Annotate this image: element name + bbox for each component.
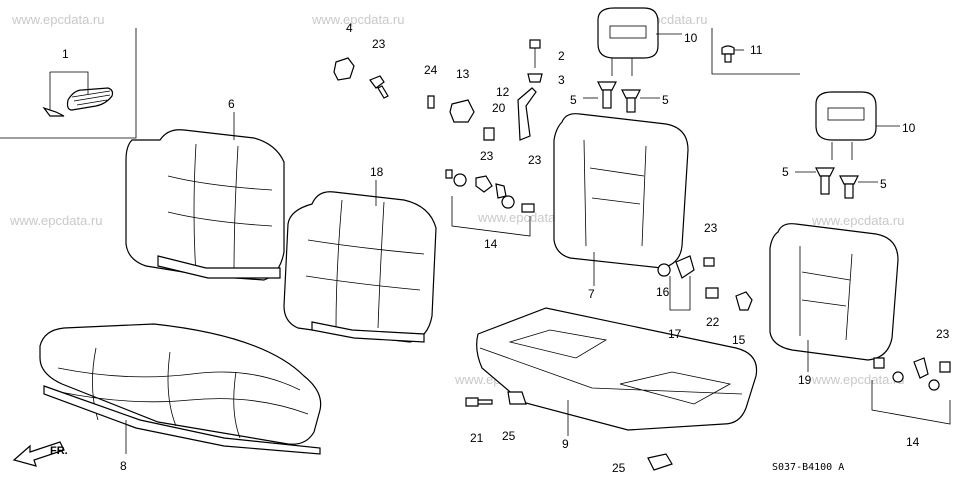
watermark-5: www.epcdata.ru	[9, 213, 103, 228]
callout-23e: 23	[936, 327, 950, 341]
callout-1: 1	[62, 47, 69, 61]
clip-part-25	[507, 391, 527, 405]
callout-6: 6	[228, 97, 235, 111]
callout-10a: 10	[684, 31, 698, 45]
callout-7: 7	[588, 287, 595, 301]
seat-back-frame-part-7	[553, 113, 689, 286]
inset-box-part-11	[711, 28, 800, 75]
callout-21: 21	[470, 431, 484, 445]
hinge-part-16-17	[657, 255, 695, 279]
callout-25a: 25	[502, 429, 516, 443]
callout-23d: 23	[704, 221, 718, 235]
bolt-part-2	[529, 39, 541, 49]
callout-2: 2	[558, 49, 565, 63]
nut-part-3	[527, 73, 543, 83]
callout-24: 24	[424, 63, 438, 77]
fasteners	[333, 39, 951, 471]
front-direction-arrow: FR.	[12, 441, 68, 467]
callout-13: 13	[456, 67, 470, 81]
direction-label: FR.	[50, 445, 68, 457]
watermark-6: www.epcdata.ru	[811, 213, 905, 228]
strap-part-12-20	[517, 87, 537, 141]
callout-19: 19	[798, 373, 812, 387]
bolt-part-23-right	[703, 257, 715, 267]
callout-22: 22	[706, 315, 720, 329]
headrest-part-10-upper	[597, 7, 682, 76]
bolt-part-21	[465, 397, 493, 407]
callout-5d: 5	[880, 177, 887, 191]
callout-9: 9	[562, 437, 569, 451]
callout-23c: 23	[528, 153, 542, 167]
callout-20: 20	[492, 101, 506, 115]
callouts: 1 2 3 4 5 5 5 5 6 7 8 9 10 10 11 12 13 1…	[62, 21, 950, 475]
callout-15: 15	[732, 333, 746, 347]
callout-5b: 5	[662, 93, 669, 107]
bolt-part-23-top	[369, 75, 389, 99]
watermark-9: www.epcdata.ru	[811, 372, 905, 387]
clip-part-25-bottom	[647, 453, 673, 471]
callout-25b: 25	[612, 461, 626, 475]
bolt-part-23-mid	[483, 127, 495, 141]
seat-back-frame-part-19	[769, 223, 899, 372]
callout-17: 17	[668, 327, 682, 341]
diagram-code: S037-B4100 A	[772, 462, 844, 473]
hinge-set-part-14-right	[873, 357, 951, 391]
callout-14a: 14	[484, 237, 498, 251]
washer-bolt-part-14	[501, 195, 535, 213]
callout-18: 18	[370, 165, 384, 179]
watermark-10: www.epcdata.ru	[477, 210, 571, 225]
inset-box-part-1	[0, 28, 137, 139]
watermark-1: www.epcdata.ru	[11, 12, 105, 27]
callout-4: 4	[346, 21, 353, 35]
callout-12: 12	[496, 85, 510, 99]
latch-part-13	[449, 99, 475, 123]
callout-23a: 23	[372, 37, 386, 51]
watermark-2: www.epcdata.ru	[311, 12, 405, 27]
seat-cushion-part-8	[39, 323, 322, 455]
callout-3: 3	[558, 73, 565, 87]
headrest-part-10-lower	[815, 91, 900, 160]
callout-8: 8	[120, 459, 127, 473]
cushion-frame-part-9	[476, 307, 758, 436]
callout-10b: 10	[902, 121, 916, 135]
callout-16: 16	[656, 285, 670, 299]
headrest-guides-part-5	[583, 81, 878, 199]
hinge-set-part-14	[445, 169, 507, 199]
bracket-part-4	[333, 57, 355, 81]
seat-back-part-6	[125, 112, 285, 281]
callout-11: 11	[750, 43, 763, 57]
nut-part-15	[735, 291, 753, 311]
callout-14b: 14	[906, 435, 920, 449]
callout-5a: 5	[570, 93, 577, 107]
bolt-part-22	[705, 287, 719, 299]
seat-back-part-18	[283, 180, 437, 343]
callout-23b: 23	[480, 149, 494, 163]
clip-part-24	[427, 95, 435, 109]
callout-5c: 5	[782, 165, 789, 179]
